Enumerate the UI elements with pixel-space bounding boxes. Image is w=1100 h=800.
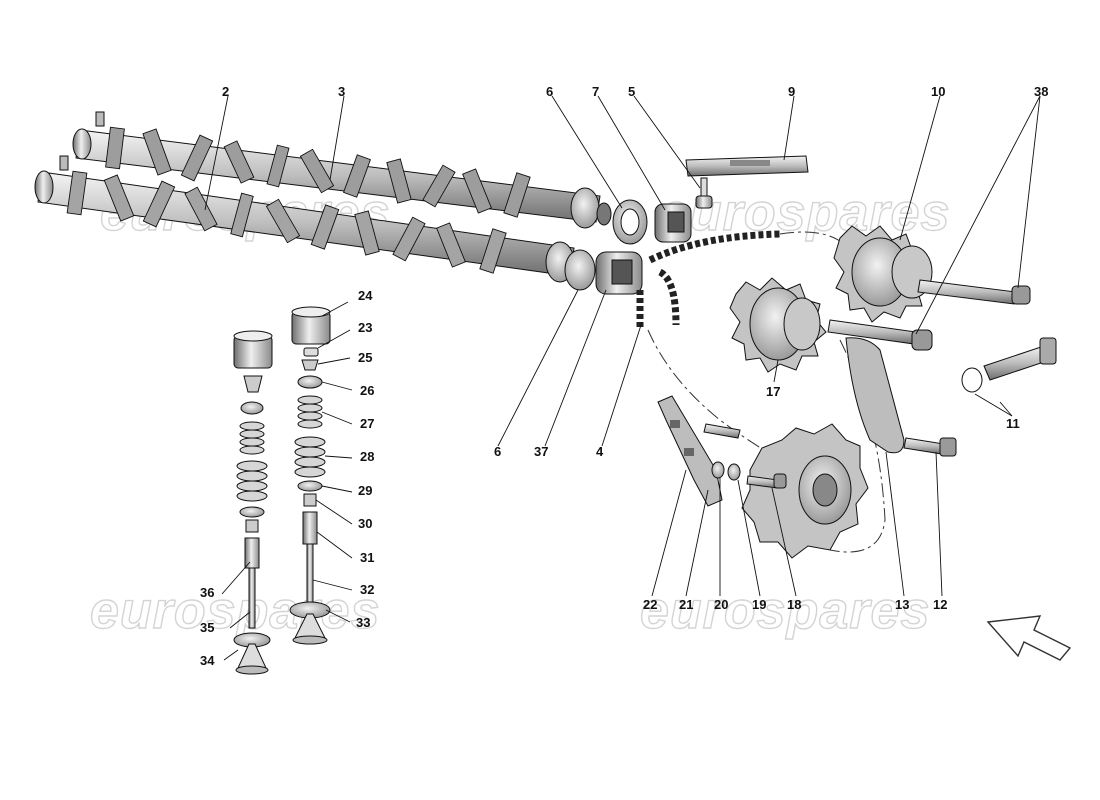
callout-12: 12 [933,597,947,612]
callout-3: 3 [338,84,345,99]
callout-32: 32 [360,582,374,597]
callout-26: 26 [360,383,374,398]
callout-10: 10 [931,84,945,99]
callout-labels: 2 3 6 7 5 9 10 38 24 23 25 26 27 28 29 3… [200,84,1048,668]
watermark-bottom-left: eurospares [90,582,380,640]
callout-2: 2 [222,84,229,99]
callout-29: 29 [358,483,372,498]
camshaft-upper [72,111,612,229]
callout-38: 38 [1034,84,1048,99]
callout-6-top: 6 [546,84,553,99]
watermark-group: eurospares eurospares eurospares eurospa… [89,183,950,640]
callout-33: 33 [356,615,370,630]
callout-37: 37 [534,444,548,459]
bolt-38-upper [917,279,1031,305]
callout-17: 17 [766,384,780,399]
direction-arrow-icon [986,615,1072,661]
callout-22: 22 [643,597,657,612]
callout-31: 31 [360,550,374,565]
callout-9: 9 [788,84,795,99]
chain-guide-9 [685,155,809,177]
callout-11: 11 [1006,416,1020,431]
bolt-21 [703,423,741,439]
tensioner-guide-22 [657,395,723,507]
callout-19: 19 [752,597,766,612]
bolt-12 [903,437,957,457]
cap-37 [595,251,643,295]
callout-4: 4 [596,444,604,459]
callout-6-bottom: 6 [494,444,501,459]
cap-7 [654,203,692,243]
sprocket-17 [729,277,827,373]
leader-lines [204,95,1041,661]
callout-5: 5 [628,84,635,99]
chain-guide-13 [845,337,905,454]
camshaft-lower [34,155,586,283]
callout-28: 28 [360,449,374,464]
bolt-5 [695,177,713,209]
callout-7: 7 [592,84,599,99]
callout-24: 24 [358,288,373,303]
watermark-bottom-right: eurospares [640,582,930,640]
callout-18: 18 [787,597,801,612]
bolt-38-lower [827,319,933,351]
callout-21: 21 [679,597,693,612]
callout-25: 25 [358,350,372,365]
tensioner-11 [961,337,1057,393]
callout-27: 27 [360,416,374,431]
seal-ring-6-upper [612,199,648,245]
callout-36: 36 [200,585,214,600]
bolt-19 [746,473,787,489]
sprocket-10 [833,225,933,323]
callout-20: 20 [714,597,728,612]
sprocket-18 [741,423,869,559]
valve-assembly-left [233,330,273,675]
callout-13: 13 [895,597,909,612]
washer-20 [711,461,741,481]
callout-23: 23 [358,320,372,335]
callout-35: 35 [200,620,214,635]
valve-assembly-right [289,306,331,645]
callout-30: 30 [358,516,372,531]
seal-ring-6-lower [564,249,596,291]
callout-34: 34 [200,653,215,668]
